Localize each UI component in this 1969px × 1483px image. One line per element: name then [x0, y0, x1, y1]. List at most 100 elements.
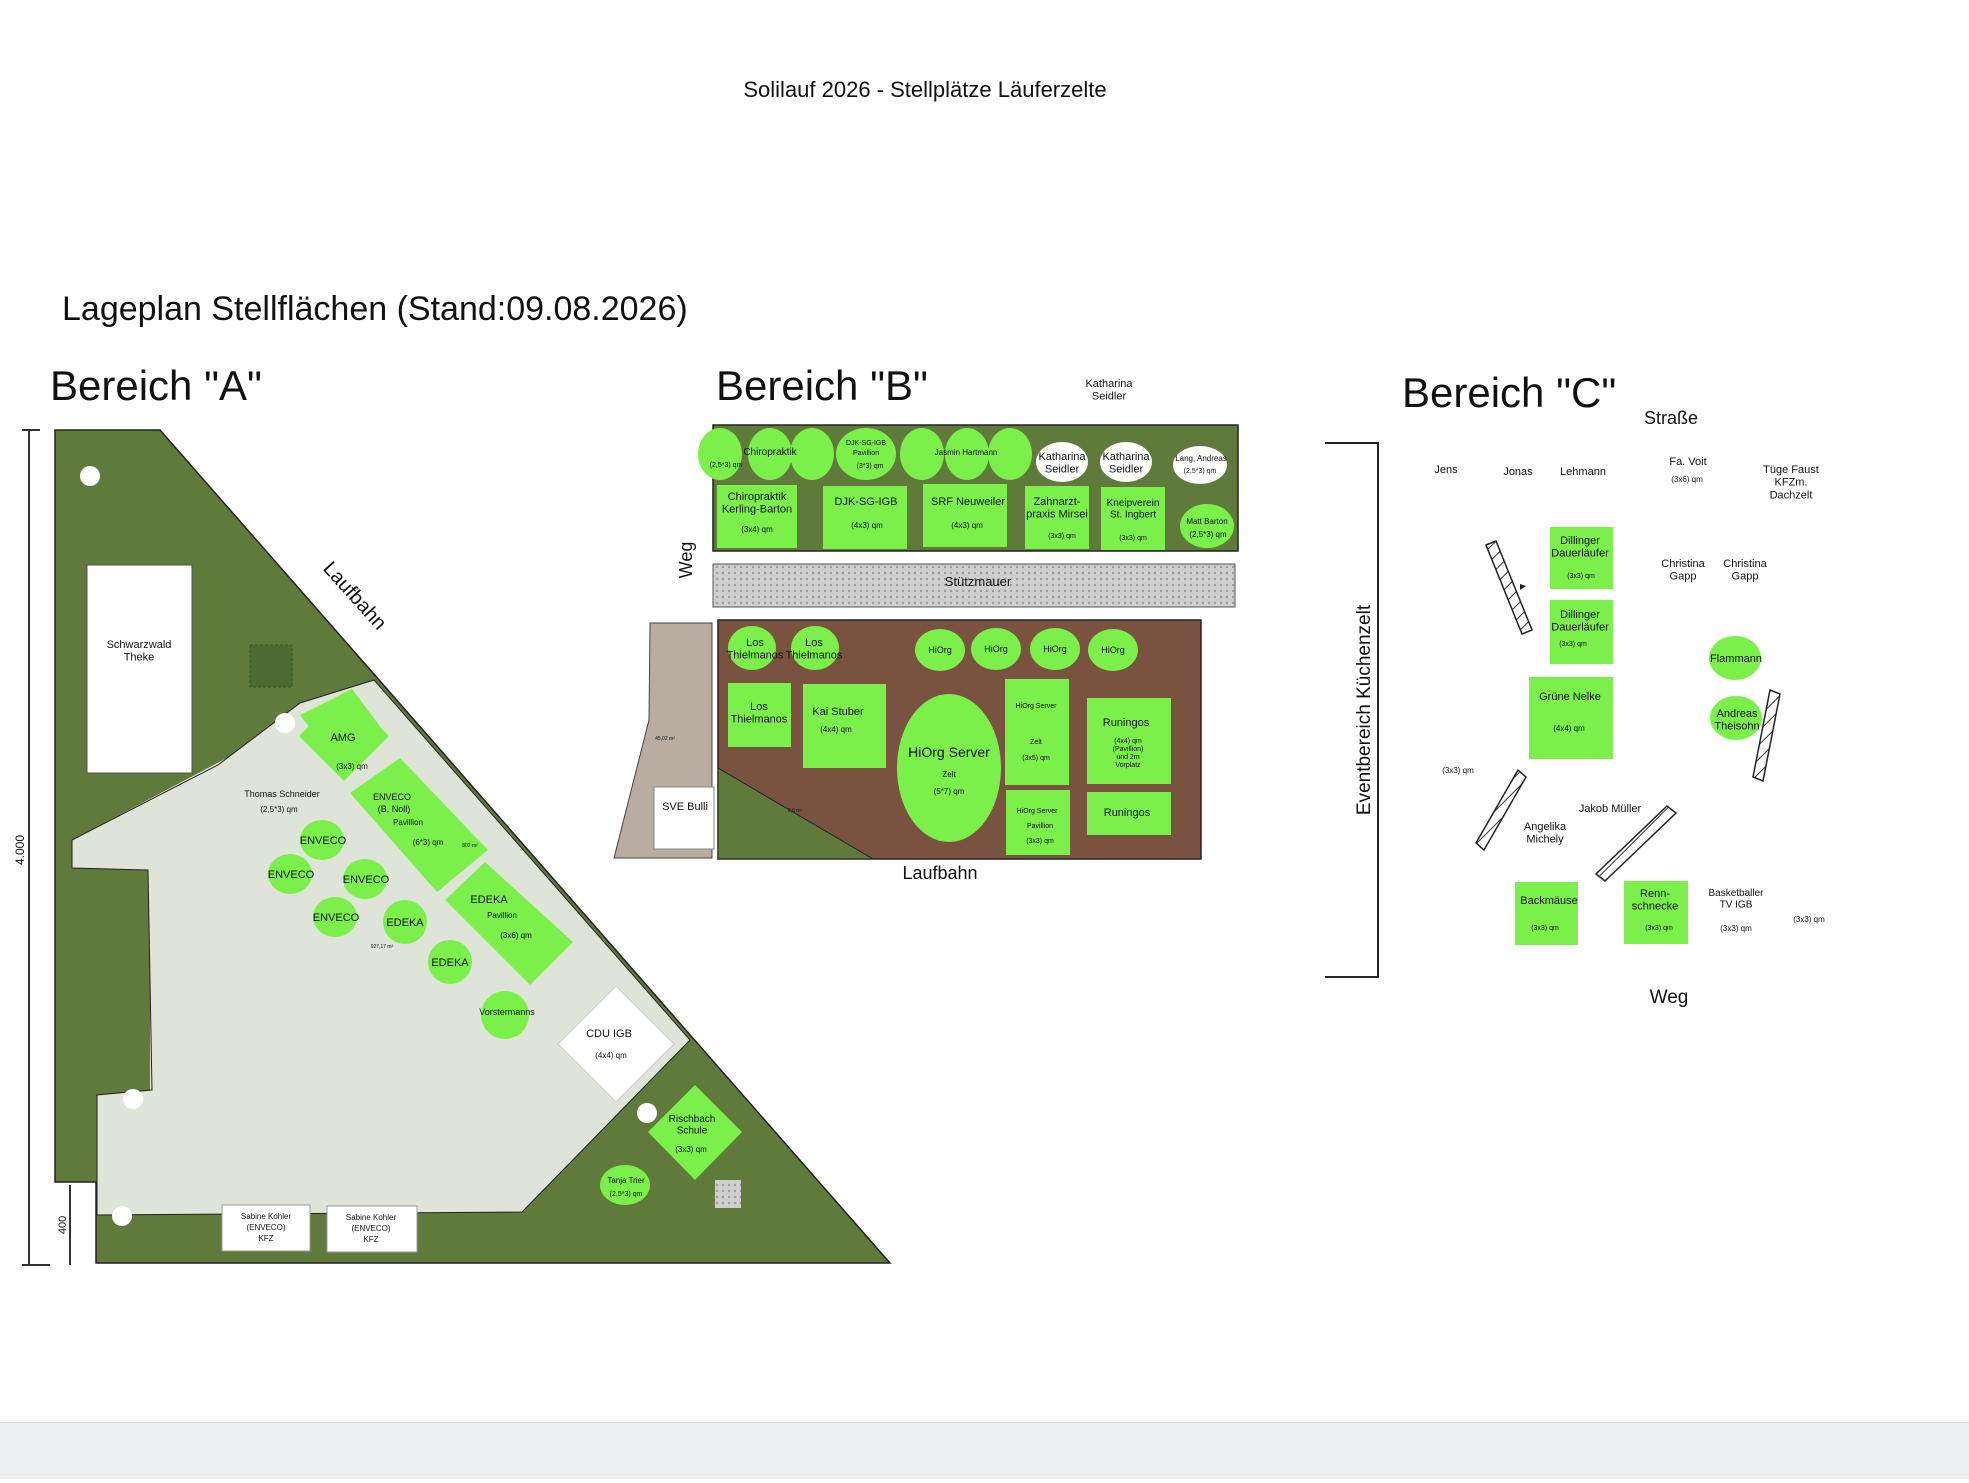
stand-matt-barton[interactable]: Matt Barton (2,5*3) qm: [1180, 504, 1234, 548]
server-pav-pav: Pavillion: [1027, 823, 1053, 830]
white-oval[interactable]: [1173, 446, 1227, 484]
kai-box: [803, 684, 886, 768]
djk-box: [823, 486, 907, 549]
oval-stand[interactable]: [698, 428, 742, 480]
parking-kohler-2[interactable]: Sabine Kohler (ENVECO) KFZ: [326, 1205, 418, 1253]
oval-stand[interactable]: [945, 428, 989, 480]
stand-djk[interactable]: DJK-SG-IGB (4x3) qm: [823, 486, 907, 549]
stand-enveco-3[interactable]: ENVECO: [343, 859, 390, 899]
vorstermanns-label: Vorstermanns: [479, 1007, 535, 1017]
voit-size: (3x6) qm: [1671, 475, 1703, 484]
server-pav-label: HiOrg Server: [1017, 808, 1059, 815]
stand-hiorg-server-zelt[interactable]: HiOrg Server Zelt (5*7) qm: [897, 694, 1001, 842]
oval-stand[interactable]: [748, 428, 792, 480]
edeka-pav-pav: Pavillion: [487, 911, 517, 920]
los-box: [728, 683, 791, 747]
hiorg-oval: [1088, 629, 1138, 671]
stand-enveco-2[interactable]: ENVECO: [268, 854, 315, 894]
matt-label: Matt Barton: [1186, 517, 1227, 526]
kneip-box: [1101, 487, 1165, 550]
area-b-grass-triangle: [717, 767, 875, 860]
stand-enveco-1[interactable]: ENVECO: [300, 820, 347, 860]
stand-enveco-pavillion-shape: [350, 758, 488, 892]
dill-size: (3x3) qm: [1567, 573, 1595, 580]
renn-label: Renn-schnecke: [1632, 888, 1678, 913]
runingos-box: [1087, 698, 1171, 784]
hiorg-label: HiOrg: [1043, 644, 1067, 654]
oval-stand[interactable]: [988, 428, 1032, 480]
stand-amg[interactable]: AMG (3x3) qm: [299, 689, 389, 781]
stand-runingos-2[interactable]: Runingos: [1087, 792, 1171, 835]
strasse-label: Straße: [1644, 408, 1698, 428]
stand-hiorg-server-small[interactable]: HiOrg Server Zelt (3x5) qm: [1005, 679, 1069, 785]
stand-flammann[interactable]: Flammann: [1709, 636, 1762, 680]
edeka-pav-name: EDEKA: [470, 894, 508, 906]
white-oval[interactable]: [1100, 442, 1152, 482]
stand-hiorg-4[interactable]: HiOrg: [1088, 629, 1138, 671]
stand-gruene-nelke[interactable]: Grüne Nelke (4x4) qm: [1529, 677, 1613, 759]
cdu-diamond: [557, 985, 675, 1103]
srf-size: (4x3) qm: [951, 521, 983, 530]
name-jens: Jens: [1434, 464, 1458, 476]
dill-box: [1550, 527, 1613, 589]
stand-zahnarzt[interactable]: Zahnarzt-praxis Mirsei (3x3) qm: [1025, 486, 1089, 549]
kneip-size: (3x3) qm: [1119, 535, 1147, 542]
oval-stand[interactable]: [900, 428, 944, 480]
stand-amg-diamond: [299, 692, 389, 781]
enveco-pav-name: ENVECO: [373, 792, 411, 802]
stand-sve-bulli[interactable]: SVE Bulli: [653, 786, 715, 850]
stand-edeka-pavillion[interactable]: EDEKA Pavillion (3x6) qm: [445, 862, 573, 985]
dimension-small-label: 400: [57, 1216, 69, 1234]
stand-hiorg-3[interactable]: HiOrg: [1030, 628, 1080, 670]
stand-rennschnecke[interactable]: Renn-schnecke (3x3) qm: [1624, 881, 1688, 944]
stand-kai-stuber[interactable]: Kai Stuber (4x4) qm: [803, 684, 886, 768]
stuetzmauer-label: Stützmauer: [945, 574, 1012, 589]
stand-hiorg-server-pavillion[interactable]: HiOrg Server Pavillion (3x3) qm: [1006, 790, 1070, 855]
server-size: (5*7) qm: [934, 787, 965, 796]
parking-kohler-1[interactable]: Sabine Kohler (ENVECO) KFZ: [221, 1204, 311, 1252]
stand-schneider-label: Thomas Schneider: [244, 789, 320, 799]
stand-hiorg-1[interactable]: HiOrg: [915, 629, 965, 671]
stand-vorstermanns[interactable]: Vorstermanns: [479, 991, 535, 1039]
stand-enveco-pavillion[interactable]: ENVECO (B. Noll) Pavillion (6*3) qm 802 …: [350, 758, 488, 892]
kai-size: (4x4) qm: [820, 725, 852, 734]
top-row-ovals: (2,5*3) qm Chiropraktik DJK-SG-IGB Pavil…: [698, 428, 1227, 484]
stand-edeka-2[interactable]: EDEKA: [428, 940, 472, 984]
white-oval[interactable]: [1036, 442, 1088, 482]
oval-stand[interactable]: [836, 428, 896, 480]
stand-edeka-1[interactable]: EDEKA: [383, 900, 427, 944]
oval-stand[interactable]: [790, 428, 834, 480]
srf-label: SRF Neuweiler: [931, 496, 1005, 508]
stand-tanja-trier[interactable]: Tanja Trier (2,5*3) qm: [600, 1165, 650, 1205]
stand-srf[interactable]: SRF Neuweiler (4x3) qm: [923, 484, 1007, 547]
edeka-label: EDEKA: [431, 957, 469, 969]
stand-hiorg-2[interactable]: HiOrg: [971, 628, 1021, 670]
enveco-oval: [268, 854, 312, 894]
server-small-size: (3x5) qm: [1022, 755, 1050, 762]
sve-box: [653, 786, 715, 850]
back-size: (3x3) qm: [1531, 925, 1559, 932]
stand-cdu-igb[interactable]: CDU IGB (4x4) qm: [557, 985, 675, 1103]
name-voit: Fa. Voit: [1669, 456, 1706, 468]
djk-label: DJK-SG-IGB: [835, 496, 898, 508]
side-path-note: 45,02 m²: [655, 736, 675, 742]
zahn-size: (3x3) qm: [1048, 533, 1076, 540]
stand-backmaeuse[interactable]: Backmäuse (3x3) qm: [1515, 882, 1578, 945]
stand-enveco-4[interactable]: ENVECO: [313, 897, 360, 937]
gravel-patch-a2: [715, 1180, 741, 1208]
cdu-size: (4x4) qm: [595, 1051, 627, 1060]
